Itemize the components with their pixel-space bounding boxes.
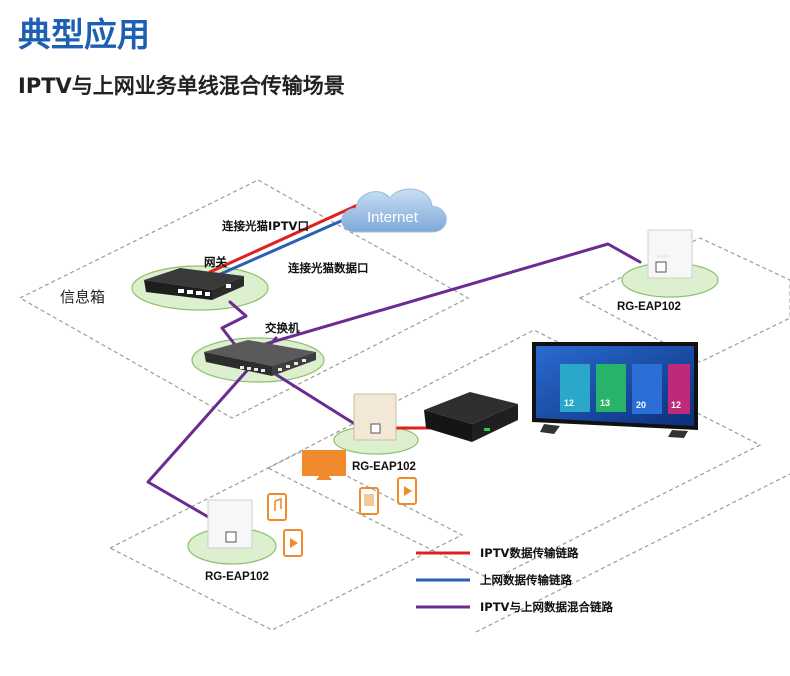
mixed-link-bottom-left [146, 336, 278, 520]
ap-top-right-panel [655, 261, 667, 273]
iptv-link-upstream [208, 202, 362, 274]
switch-label: 交换机 [265, 321, 300, 335]
ap-top-right: Ruijie RG-EAP102 [617, 229, 693, 313]
links [146, 202, 642, 520]
stb-side [472, 404, 518, 442]
page-subtitle: IPTV与上网业务单线混合传输场景 [18, 74, 345, 98]
cast-screen-icon [302, 450, 346, 480]
tv-tile-2 [596, 364, 626, 412]
room-bottom-edge [475, 473, 790, 633]
ap-top-right-brand: Ruijie [657, 254, 670, 260]
tv-tile-number-1: 12 [564, 398, 574, 408]
tv-stand-right [668, 430, 688, 438]
legend-label-iptv: IPTV数据传输链路 [480, 546, 579, 560]
tv-tile-3 [632, 364, 662, 414]
tv-tile-4 [668, 364, 690, 414]
mixed-link-gateway-switch [220, 300, 248, 348]
internet-cloud: Internet [341, 188, 447, 233]
phone-play-icon-2 [283, 529, 303, 557]
tv-tile-number-3: 20 [636, 400, 646, 410]
internet-link-upstream [214, 208, 368, 278]
ap-center: RG-EAP102 [352, 393, 416, 473]
gateway-label: 网关 [204, 255, 227, 269]
info-box-label: 信息箱 [60, 288, 105, 306]
stb-light [484, 428, 490, 431]
room-info-box [18, 179, 470, 419]
switch-top [204, 340, 316, 366]
phone-icons [267, 477, 417, 557]
stb-top [424, 392, 518, 424]
set-top-box [424, 392, 518, 442]
ap-top-right-body [647, 229, 693, 279]
mixed-link-switch-ap [270, 370, 360, 428]
tv-tile-number-2: 13 [600, 398, 610, 408]
legend: IPTV数据传输链路 上网数据传输链路 IPTV与上网数据混合链路 [416, 546, 613, 614]
cloud-icon [341, 188, 447, 233]
tv-tile-number-4: 12 [671, 400, 681, 410]
ap-center-body [353, 393, 397, 441]
data-port-label: 连接光猫数据口 [288, 261, 369, 275]
gateway-device [144, 268, 244, 300]
room-bottom-left [108, 451, 464, 631]
legend-label-mixed: IPTV与上网数据混合链路 [480, 600, 613, 614]
internet-label: Internet [367, 209, 419, 226]
phone-video-icon-1 [359, 487, 379, 515]
tv-tile-1 [560, 364, 590, 412]
stb-front [424, 410, 472, 442]
switch-device [204, 340, 316, 376]
phone-play-icon-1 [397, 477, 417, 505]
ap-bottom-left-body [207, 499, 253, 549]
ap-center-panel [370, 423, 381, 434]
mixed-link-long [236, 242, 642, 354]
phone-music-icon [267, 493, 287, 521]
ap-bottom-left-panel [225, 531, 237, 543]
tv-stand-left [540, 424, 560, 434]
iptv-port-label: 连接光猫IPTV口 [222, 219, 309, 233]
page-title: 典型应用 [18, 15, 150, 54]
ap-bottom-left: RG-EAP102 [205, 499, 269, 583]
legend-label-internet: 上网数据传输链路 [480, 573, 572, 587]
ap-center-label: RG-EAP102 [352, 461, 416, 473]
gateway-ports [178, 284, 231, 296]
ap-top-right-label: RG-EAP102 [617, 301, 681, 313]
switch-ports [240, 359, 306, 372]
tv: 12 13 20 12 [532, 342, 698, 438]
gateway-top [144, 268, 244, 290]
ap-bottom-left-label: RG-EAP102 [205, 571, 269, 583]
room-living [266, 329, 762, 581]
